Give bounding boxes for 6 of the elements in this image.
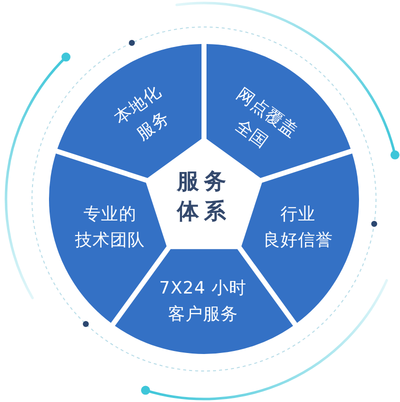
center-title: 服务体系 [177,168,231,226]
segment-label: 7X24 小时客户服务 [159,278,247,326]
segment-label: 行业良好信誉 [262,204,334,252]
segment-label: 本地化服务 [110,80,174,146]
segment-label: 专业的技术团队 [74,204,146,252]
segment-label: 网点覆盖全国 [230,83,302,154]
